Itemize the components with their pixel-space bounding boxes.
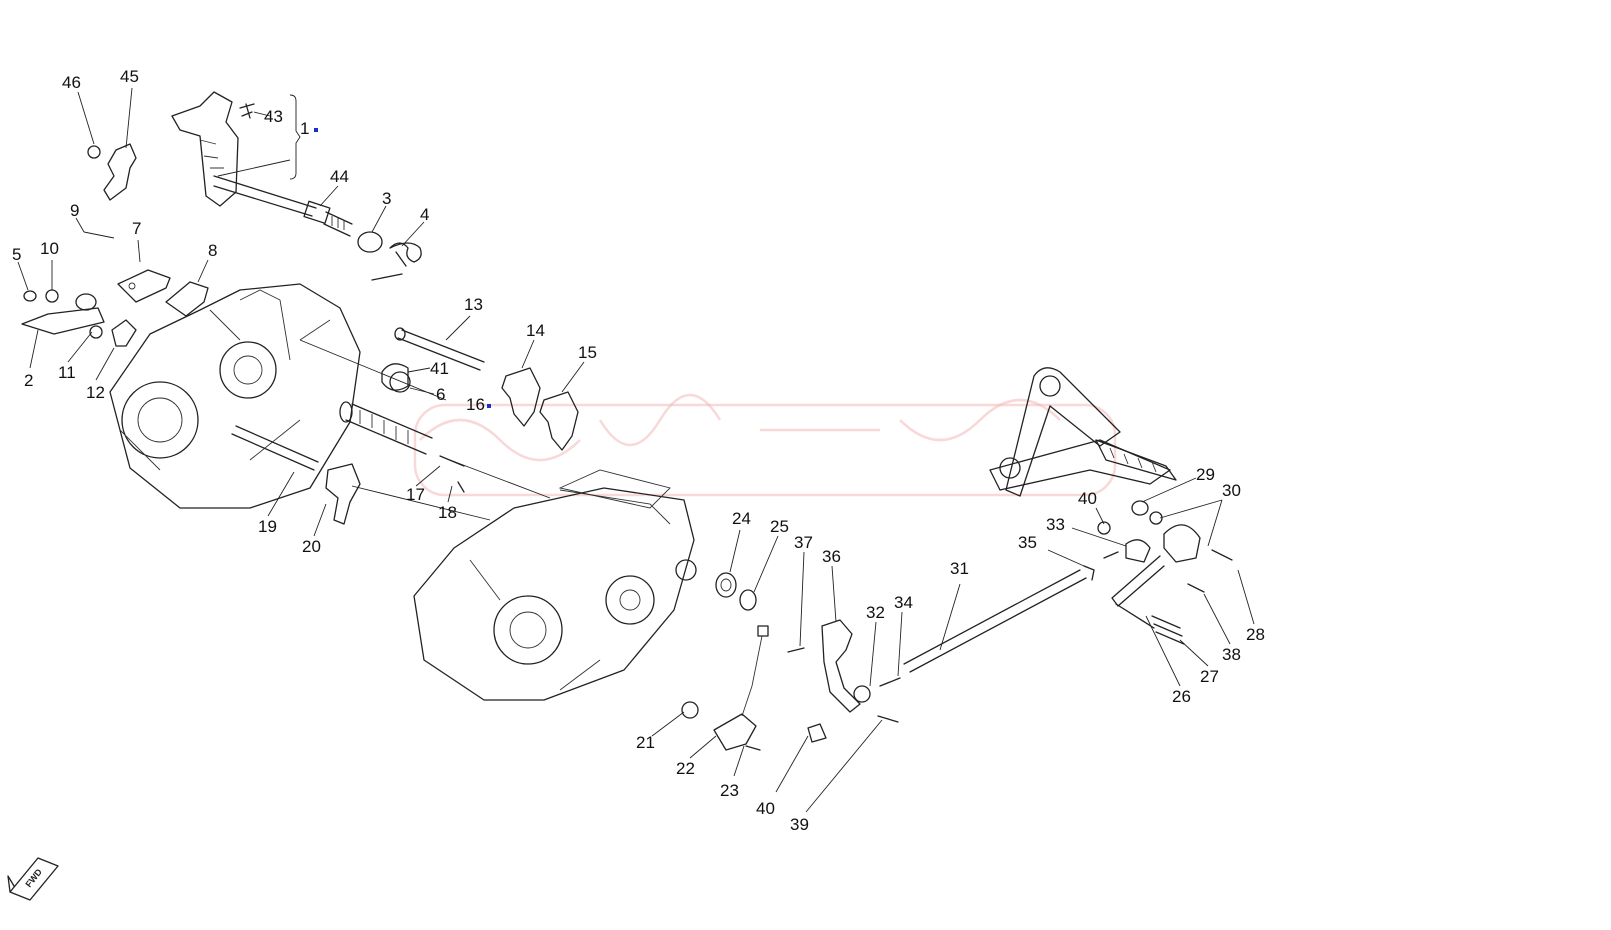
shift-lever-linkage (787, 500, 1233, 743)
label-30: 30 (1222, 481, 1241, 500)
label-20: 20 (302, 537, 321, 556)
label-11: 11 (58, 363, 76, 382)
part-labels: 46 45 43 1 44 3 4 9 7 10 5 8 2 11 12 13 … (12, 67, 1265, 834)
right-crankcase (413, 469, 697, 701)
label-8: 8 (208, 241, 217, 260)
label-23: 23 (720, 781, 739, 800)
label-16: 16 (466, 395, 485, 414)
label-45: 45 (120, 67, 139, 86)
label-34: 34 (894, 593, 913, 612)
label-31: 31 (950, 559, 969, 578)
label-9: 9 (70, 201, 79, 220)
label-38: 38 (1222, 645, 1241, 664)
marker-1 (314, 128, 318, 132)
label-15: 15 (578, 343, 597, 362)
label-1: 1 (300, 119, 309, 138)
label-33: 33 (1046, 515, 1065, 534)
label-4: 4 (420, 205, 429, 224)
shift-shaft-assembly (171, 91, 422, 281)
seals (715, 572, 757, 611)
label-25: 25 (770, 517, 789, 536)
label-35: 35 (1018, 533, 1037, 552)
label-32: 32 (866, 603, 885, 622)
label-19: 19 (258, 517, 277, 536)
label-18: 18 (438, 503, 457, 522)
label-40a: 40 (1078, 489, 1097, 508)
label-2: 2 (24, 371, 33, 390)
label-13: 13 (464, 295, 483, 314)
label-17: 17 (406, 485, 425, 504)
watermark (413, 393, 1117, 497)
label-40b: 40 (756, 799, 775, 818)
label-39: 39 (790, 815, 809, 834)
marker-16 (487, 404, 491, 408)
label-24: 24 (732, 509, 751, 528)
shift-drum-and-forks (231, 327, 579, 525)
footrest-bracket (989, 367, 1177, 497)
label-36: 36 (822, 547, 841, 566)
label-29: 29 (1196, 465, 1215, 484)
fwd-badge: FWD (7, 857, 59, 901)
label-41: 41 (430, 359, 449, 378)
label-46: 46 (62, 73, 81, 92)
label-28: 28 (1246, 625, 1265, 644)
label-43: 43 (264, 107, 283, 126)
label-6: 6 (436, 385, 445, 404)
label-12: 12 (86, 383, 105, 402)
label-37: 37 (794, 533, 813, 552)
label-21: 21 (636, 733, 655, 752)
left-crankcase (109, 283, 361, 509)
label-44: 44 (330, 167, 349, 186)
label-14: 14 (526, 321, 545, 340)
label-3: 3 (382, 189, 391, 208)
leader-lines (17, 87, 1255, 813)
label-27: 27 (1200, 667, 1219, 686)
label-10: 10 (40, 239, 59, 258)
label-5: 5 (12, 245, 21, 264)
label-7: 7 (132, 219, 141, 238)
neutral-sensor (681, 625, 769, 751)
label-26: 26 (1172, 687, 1191, 706)
label-22: 22 (676, 759, 695, 778)
